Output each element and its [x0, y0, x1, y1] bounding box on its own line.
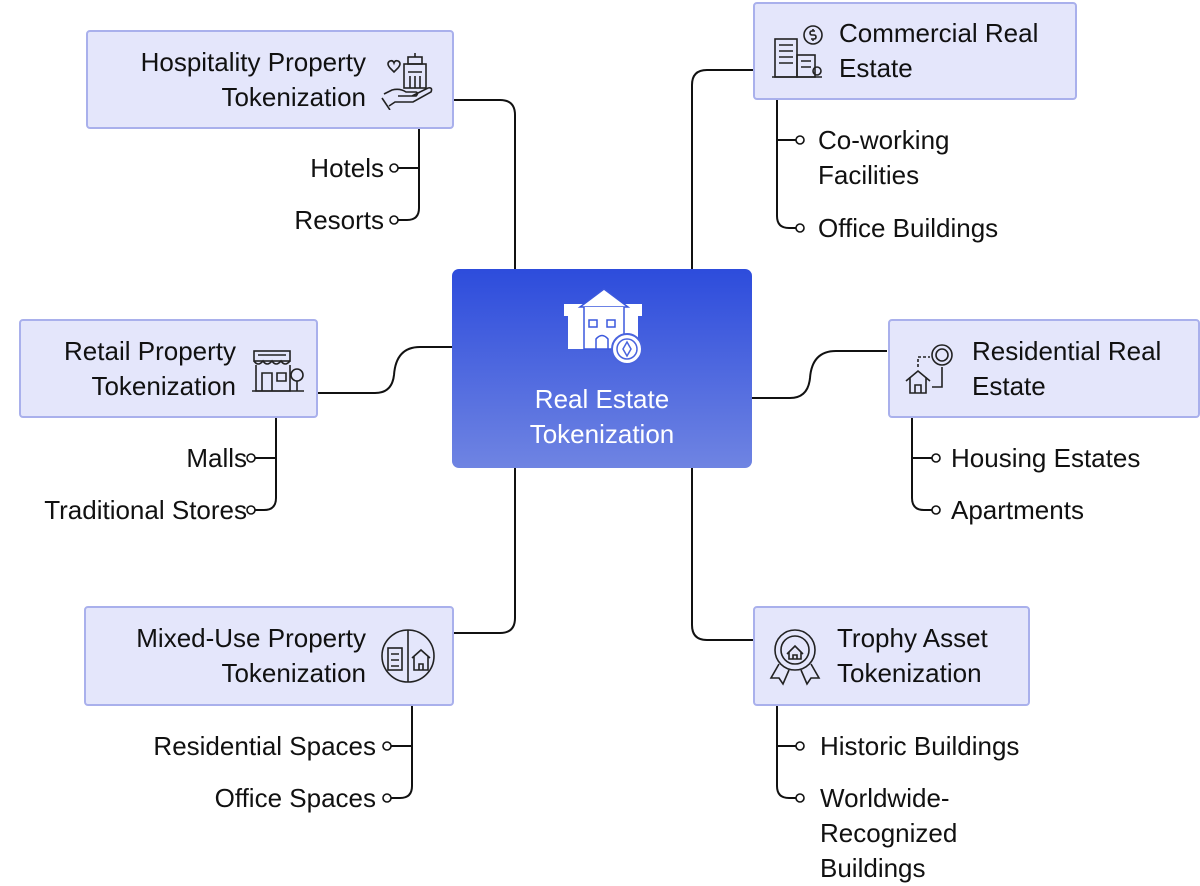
connector-trophy: [691, 468, 753, 641]
leaf-co-working-1: Co-working: [818, 125, 950, 155]
leaf-worldwide-3: Buildings: [820, 853, 926, 883]
award-badge-house-icon: [769, 629, 821, 686]
house-token-icon: [564, 288, 643, 365]
house-coin-icon: [905, 343, 953, 394]
retail-title: Retail Property: [64, 335, 236, 366]
trophy-title-2: Tokenization: [837, 658, 982, 688]
mixed-use-buildings-icon: [381, 629, 435, 683]
hospitality-title-2: Tokenization: [221, 81, 366, 112]
leaf-resorts: Resorts: [294, 205, 384, 235]
residential-title-2: Estate: [972, 370, 1046, 401]
connector-retail: [316, 346, 452, 394]
connector-mixed: [453, 468, 516, 634]
central-title-line1: Real Estate: [534, 384, 670, 414]
leaf-office-spaces: Office Spaces: [214, 783, 376, 813]
trophy-title: Trophy Asset: [837, 623, 988, 653]
hospitality-title: Hospitality Property: [140, 46, 366, 77]
hotel-hand-icon: [381, 52, 433, 110]
central-title-line2: Tokenization: [529, 419, 675, 449]
residential-title: Residential Real: [972, 335, 1162, 366]
mixed-use-title: Mixed-Use Property: [136, 623, 366, 653]
leaf-apartments: Apartments: [951, 495, 1084, 525]
leaf-worldwide-2: Recognized: [820, 818, 958, 848]
connector-residential: [752, 350, 887, 399]
leaf-co-working-2: Facilities: [818, 160, 920, 190]
office-building-dollar-icon: [772, 25, 823, 78]
connector-commercial: [691, 69, 753, 269]
leaf-malls: Malls: [186, 443, 247, 473]
leaf-residential-spaces: Residential Spaces: [153, 731, 376, 761]
retail-title-2: Tokenization: [91, 370, 236, 401]
leaf-traditional-stores: Traditional Stores: [44, 495, 247, 525]
leaf-worldwide-1: Worldwide-: [820, 783, 950, 813]
leaf-hotels: Hotels: [310, 153, 384, 183]
leaf-historic-buildings: Historic Buildings: [820, 731, 1020, 761]
mixed-use-title-2: Tokenization: [221, 658, 366, 688]
leaf-housing-estates: Housing Estates: [951, 443, 1141, 473]
connector-hospitality: [453, 99, 516, 269]
commercial-title-2: Estate: [839, 53, 913, 83]
commercial-title: Commercial Real: [839, 18, 1039, 48]
storefront-icon: [252, 349, 304, 392]
leaf-office-buildings: Office Buildings: [818, 213, 999, 243]
